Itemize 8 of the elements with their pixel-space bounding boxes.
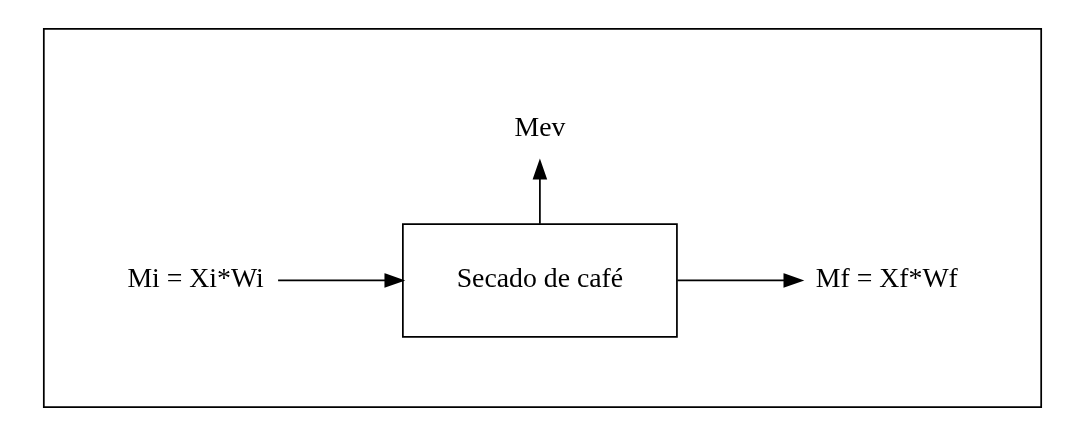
arrow bbox=[277, 273, 406, 288]
arrow bbox=[676, 273, 805, 288]
node-text: Mev bbox=[514, 111, 566, 143]
cluster bbox=[42, 28, 1043, 408]
arrow bbox=[532, 158, 548, 225]
node-box: Secado de café bbox=[402, 223, 678, 338]
node-text: Mi = Xi*Wi bbox=[127, 262, 264, 294]
node-text: Mf = Xf*Wf bbox=[815, 262, 958, 294]
